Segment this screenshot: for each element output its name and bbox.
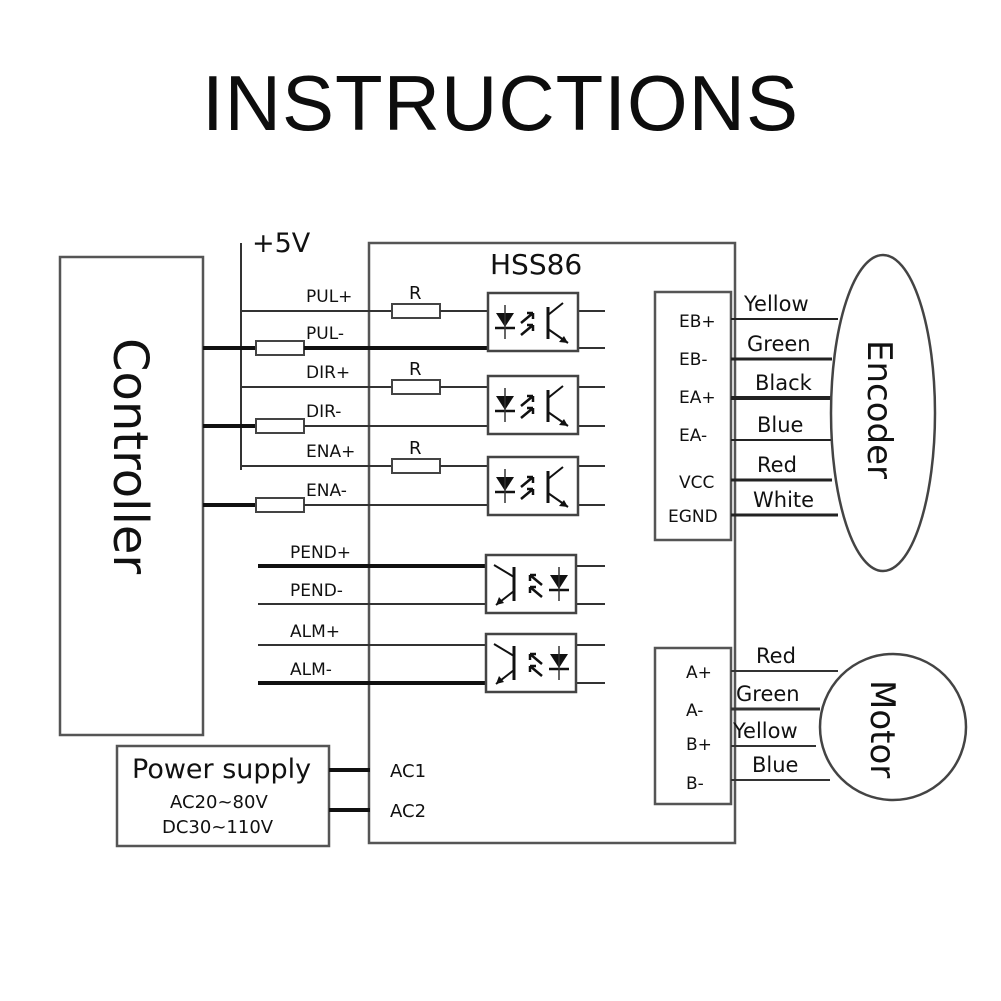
encoder-pin-ea-plus: EA+ Black [679,371,832,408]
signal-label: ALM+ [290,622,340,642]
output-signal-alm-plus: ALM+ [258,622,605,646]
control-signal-group: R PUL+ PUL- R DIR+ DIR- R ENA+ ENA- [203,283,605,517]
pin-label: VCC [679,473,714,493]
encoder-pin-vcc: VCC Red [679,453,832,493]
output-signal-pend-plus: PEND+ [258,543,605,568]
output-signal-group: PEND+ PEND- ALM+ ALM- [258,543,605,694]
supply-label: +5V [252,228,311,259]
controller-block: Controller [58,255,205,737]
pin-label: A- [686,701,703,721]
plus5v-rail: +5V [240,228,311,470]
light-arrow-icon [528,652,543,665]
resistor-icon [255,497,305,513]
encoder-pin-eb-minus: EB- Green [679,332,832,370]
pin-label: A+ [686,663,712,683]
motor-circle [818,652,968,802]
signal-label: ENA+ [306,442,355,462]
encoder-pin-ea-minus: EA- Blue [679,413,832,446]
motor-terminal-box [653,646,733,806]
ac2-terminal-label: AC2 [390,801,426,822]
resistor-icon [255,418,305,434]
resistor-label: R [409,283,422,304]
signal-label: PUL- [306,324,344,344]
resistor-label: R [409,438,422,459]
resistor-icon [391,303,441,319]
pin-label: B- [686,774,704,794]
pin-label: EGND [668,507,718,527]
controller-box [58,255,205,737]
wire-color-label: Black [755,371,813,395]
control-signal-ena-minus: ENA- [203,481,605,513]
resistor-label: R [409,359,422,380]
motor-pin-a-plus: A+ Red [686,644,838,683]
light-arrow-icon [528,573,543,586]
wire-color-label: Yellow [732,719,798,743]
power-supply-label: Power supply [132,754,311,785]
signal-label: PEND- [290,581,343,601]
power-supply-ac-range: AC20~80V [170,792,268,813]
output-signal-pend-minus: PEND- [258,581,605,605]
wire-color-label: Yellow [743,292,809,316]
motor-pin-b-plus: B+ Yellow [686,719,816,755]
pin-label: EB+ [679,312,716,332]
wire-color-label: Blue [752,753,798,777]
pin-label: EA- [679,426,707,446]
power-supply-box [115,744,331,848]
wire-color-label: White [753,488,814,512]
control-signal-pul-minus: PUL- [203,324,605,356]
page-title: INSTRUCTIONS [202,59,799,147]
control-signal-dir-plus: R DIR+ [241,359,605,395]
wire-color-label: Green [736,682,800,706]
controller-label: Controller [102,338,158,574]
ac1-terminal-label: AC1 [390,761,426,782]
pin-label: EB- [679,350,708,370]
motor-pin-b-minus: B- Blue [686,753,830,794]
light-arrow-icon [520,475,535,488]
resistor-icon [391,379,441,395]
control-signal-dir-minus: DIR- [203,402,605,434]
power-supply-block: Power supply AC20~80V DC30~110V AC1 AC2 [115,744,426,848]
power-supply-dc-range: DC30~110V [162,817,274,838]
encoder-label: Encoder [859,340,899,479]
wire-color-label: Red [756,644,796,668]
control-signal-pul-plus: R PUL+ [241,283,605,319]
signal-label: DIR- [306,402,341,422]
pin-label: B+ [686,735,712,755]
resistor-icon [255,340,305,356]
control-signal-ena-plus: R ENA+ [241,438,605,474]
wire-color-label: Green [747,332,811,356]
signal-label: PUL+ [306,287,352,307]
encoder-pin-egnd: EGND White [668,488,838,527]
pin-label: EA+ [679,388,716,408]
encoder-pin-eb-plus: EB+ Yellow [679,292,838,332]
resistor-icon [391,458,441,474]
signal-label: PEND+ [290,543,351,563]
light-arrow-icon [520,394,535,407]
output-signal-alm-minus: ALM- [258,660,605,685]
wire-color-label: Blue [757,413,803,437]
wire-color-label: Red [757,453,797,477]
optocoupler-box [484,632,578,694]
signal-label: ENA- [306,481,347,501]
driver-name: HSS86 [490,248,582,281]
optocoupler-box [484,553,578,615]
motor-label: Motor [862,680,902,778]
encoder-ellipse [829,253,937,573]
signal-label: ALM- [290,660,332,680]
light-arrow-icon [520,311,535,324]
motor-pin-a-minus: A- Green [686,682,820,721]
encoder-terminal-box [653,290,733,542]
signal-label: DIR+ [306,363,350,383]
